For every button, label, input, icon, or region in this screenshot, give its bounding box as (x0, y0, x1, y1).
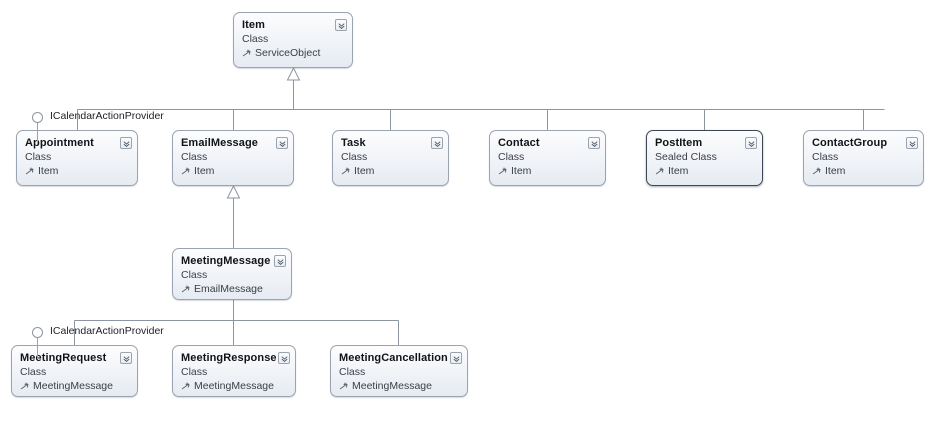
interface-circle-icon (32, 327, 43, 338)
class-kind: Class (339, 366, 366, 378)
class-box-contactgroup[interactable]: ContactGroup Class Item (803, 130, 924, 186)
inheritance-arrow-icon (339, 382, 349, 392)
chevron-down-icon[interactable] (450, 352, 462, 364)
class-base-row: MeetingMessage (20, 379, 129, 393)
chevron-down-icon[interactable] (274, 255, 286, 267)
inheritance-arrow-icon (498, 167, 508, 177)
class-base-row: EmailMessage (181, 282, 283, 296)
class-name: Item (242, 19, 266, 31)
class-kind: Class (181, 269, 208, 281)
class-name: ContactGroup (812, 137, 888, 149)
interface-label: ICalendarActionProvider (50, 325, 164, 337)
class-name: Appointment (25, 137, 94, 149)
class-box-meetingcancellation[interactable]: MeetingCancellation Class MeetingMessage (330, 345, 468, 397)
class-base-row: Item (25, 164, 129, 178)
class-box-item[interactable]: Item Class ServiceObject (233, 12, 353, 68)
class-kind: Class (812, 151, 839, 163)
class-box-meetingresponse[interactable]: MeetingResponse Class MeetingMessage (172, 345, 296, 397)
class-base-row: Item (812, 164, 915, 178)
inheritance-arrow-icon (655, 167, 665, 177)
class-name: Contact (498, 137, 540, 149)
class-base-name: MeetingMessage (352, 380, 432, 392)
class-name: Task (341, 137, 366, 149)
class-base-row: Item (181, 164, 285, 178)
class-base-name: ServiceObject (255, 47, 321, 59)
class-box-contact[interactable]: Contact Class Item (489, 130, 606, 186)
chevron-down-icon[interactable] (588, 137, 600, 149)
class-base-name: Item (511, 165, 532, 177)
class-base-row: Item (341, 164, 440, 178)
class-kind: Sealed Class (655, 151, 717, 163)
class-kind: Class (20, 366, 47, 378)
class-kind: Class (242, 33, 269, 45)
class-name: MeetingCancellation (339, 352, 448, 364)
class-base-row: Item (498, 164, 597, 178)
class-kind: Class (25, 151, 52, 163)
chevron-down-icon[interactable] (431, 137, 443, 149)
class-base-row: ServiceObject (242, 46, 344, 60)
class-base-name: MeetingMessage (194, 380, 274, 392)
class-name: MeetingMessage (181, 255, 271, 267)
inheritance-arrow-icon (25, 167, 35, 177)
chevron-down-icon[interactable] (120, 352, 132, 364)
class-kind: Class (341, 151, 368, 163)
class-base-name: Item (38, 165, 59, 177)
inheritance-arrow-icon (181, 382, 191, 392)
class-box-task[interactable]: Task Class Item (332, 130, 449, 186)
class-kind: Class (498, 151, 525, 163)
class-base-name: EmailMessage (194, 283, 263, 295)
class-base-row: Item (655, 164, 754, 178)
chevron-down-icon[interactable] (335, 19, 347, 31)
class-base-name: Item (668, 165, 689, 177)
class-base-name: MeetingMessage (33, 380, 113, 392)
chevron-down-icon[interactable] (745, 137, 757, 149)
class-name: MeetingResponse (181, 352, 277, 364)
class-kind: Class (181, 366, 208, 378)
class-box-meetingrequest[interactable]: MeetingRequest Class MeetingMessage (11, 345, 138, 397)
generalization-arrow-item (286, 66, 301, 81)
chevron-down-icon[interactable] (278, 352, 290, 364)
inheritance-arrow-icon (242, 49, 252, 59)
class-base-row: MeetingMessage (339, 379, 459, 393)
class-base-name: Item (825, 165, 846, 177)
class-base-name: Item (354, 165, 375, 177)
class-kind: Class (181, 151, 208, 163)
inheritance-arrow-icon (181, 285, 191, 295)
inheritance-arrow-icon (341, 167, 351, 177)
interface-stem (37, 123, 38, 144)
inheritance-arrow-icon (20, 382, 30, 392)
class-box-appointment[interactable]: Appointment Class Item (16, 130, 138, 186)
class-base-name: Item (194, 165, 215, 177)
chevron-down-icon[interactable] (120, 137, 132, 149)
interface-circle-icon (32, 112, 43, 123)
class-name: PostItem (655, 137, 703, 149)
interface-stem (37, 338, 38, 359)
interface-label: ICalendarActionProvider (50, 110, 164, 122)
class-box-emailmessage[interactable]: EmailMessage Class Item (172, 130, 294, 186)
chevron-down-icon[interactable] (276, 137, 288, 149)
generalization-arrow-emailmessage (226, 184, 241, 199)
chevron-down-icon[interactable] (906, 137, 918, 149)
class-box-postitem[interactable]: PostItem Sealed Class Item (646, 130, 763, 186)
inheritance-arrow-icon (181, 167, 191, 177)
class-box-meetingmessage[interactable]: MeetingMessage Class EmailMessage (172, 248, 292, 300)
class-base-row: MeetingMessage (181, 379, 287, 393)
class-name: MeetingRequest (20, 352, 107, 364)
inheritance-arrow-icon (812, 167, 822, 177)
class-name: EmailMessage (181, 137, 259, 149)
